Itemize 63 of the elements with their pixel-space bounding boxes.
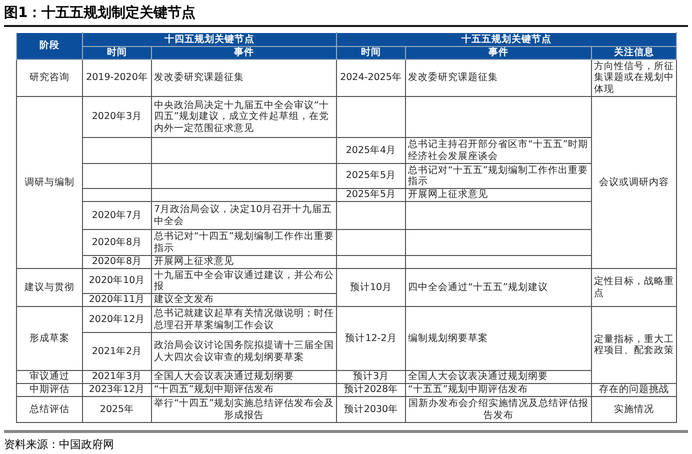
table-cell: 全国人大会议表决通过规划纲要 (152, 370, 336, 384)
table-header: 十四五规划关键节点 (82, 32, 336, 46)
table-cell: 方向性信号，所征集课题或在规划中体现 (592, 60, 677, 96)
table-cell: 举行“十四五”规划实施总结评估发布会及形成报告 (152, 396, 336, 422)
table-cell: 全国人大会议表决通过规划纲要 (406, 370, 592, 384)
table-cell: 形成草案 (16, 306, 82, 370)
table-cell: 研究咨询 (16, 60, 82, 96)
table-cell: 2025年 (82, 396, 152, 422)
table-cell: 2025年5月 (336, 164, 406, 188)
table-cell: 实施情况 (592, 396, 677, 422)
table-cell: 2020年3月 (82, 96, 152, 138)
table-cell: 四中全会通过“十五五”规划建议 (406, 268, 592, 306)
table-cell: 定量指标，重大工程项目、配套政策 (592, 306, 677, 384)
table-cell: 总结评估 (16, 396, 82, 422)
table-cell: 2020年8月 (82, 256, 152, 268)
source-note: 资料来源：中国政府网 (4, 437, 114, 452)
table-cell: 预计3月 (336, 370, 406, 384)
table-header: 时间 (336, 46, 406, 60)
table-cell: 预计2028年 (336, 384, 406, 396)
table-header: 十五五规划关键节点 (336, 32, 677, 46)
table-cell: 2021年3月 (82, 370, 152, 384)
table-cell: 2020年10月 (82, 268, 152, 294)
table-cell: 2019-2020年 (82, 60, 152, 96)
table-cell: 2020年12月 (82, 306, 152, 332)
table-cell: 会议或调研内容 (592, 96, 677, 268)
table-cell: 存在的问题挑战 (592, 384, 677, 396)
table-cell: “十五五”规划中期评估发布 (406, 384, 592, 396)
table-cell: “十四五”规划中期评估发布 (152, 384, 336, 396)
table-cell: 审议通过 (16, 370, 82, 384)
table-header: 事件 (406, 46, 592, 60)
table-cell: 总书记就建议起草有关情况做说明；时任总理召开草案编制工作会议 (152, 306, 336, 332)
table-cell: 发改委研究课题征集 (152, 60, 336, 96)
table-cell: 总书记对“十四五”规划编制工作作出重要指示 (152, 230, 336, 256)
table-cell: 定性目标，战略重点 (592, 268, 677, 306)
table-cell: 编制规划纲要草案 (406, 306, 592, 370)
table-cell: 中央政治局决定十九届五中全会审议“十四五”规划建议，成立文件起草组，在党内外一定范围征求意见 (152, 96, 336, 138)
table-cell: 建议与贯彻 (16, 268, 82, 306)
table-cell: 建议全文发布 (152, 294, 336, 306)
table-cell: 2020年8月 (82, 230, 152, 256)
table-header: 阶段 (16, 32, 82, 60)
table-cell: 2021年2月 (82, 332, 152, 370)
table-cell: 中期评估 (16, 384, 82, 396)
table-cell: 预计2030年 (336, 396, 406, 422)
table-cell: 2020年7月 (82, 202, 152, 230)
table-header: 事件 (152, 46, 336, 60)
table-cell: 2020年11月 (82, 294, 152, 306)
table-cell: 十九届五中全会审议通过建议，并公布公报 (152, 268, 336, 294)
table-cell: 7月政治局会议，决定10月召开十九届五中全会 (152, 202, 336, 230)
table-header: 时间 (82, 46, 152, 60)
table-cell: 2025年5月 (336, 188, 406, 202)
table-cell: 开展网上征求意见 (152, 256, 336, 268)
table-cell: 2023年12月 (82, 384, 152, 396)
table-cell: 总书记对“十五五”规划编制工作作出重要指示 (406, 164, 592, 188)
table-cell: 开展网上征求意见 (406, 188, 592, 202)
figure-title: 图1：十五五规划制定关键节点 (4, 4, 196, 22)
table-cell: 调研与编制 (16, 96, 82, 268)
table-cell: 预计12-2月 (336, 306, 406, 370)
table-cell: 2024-2025年 (336, 60, 406, 96)
table-cell: 预计10月 (336, 268, 406, 306)
table-cell: 2025年4月 (336, 138, 406, 164)
table-cell: 总书记主持召开部分省区市“十五五”时期经济社会发展座谈会 (406, 138, 592, 164)
table-cell: 发改委研究课题征集 (406, 60, 592, 96)
table-cell: 国新办发布会介绍实施情况及总结评估报告发布 (406, 396, 592, 422)
